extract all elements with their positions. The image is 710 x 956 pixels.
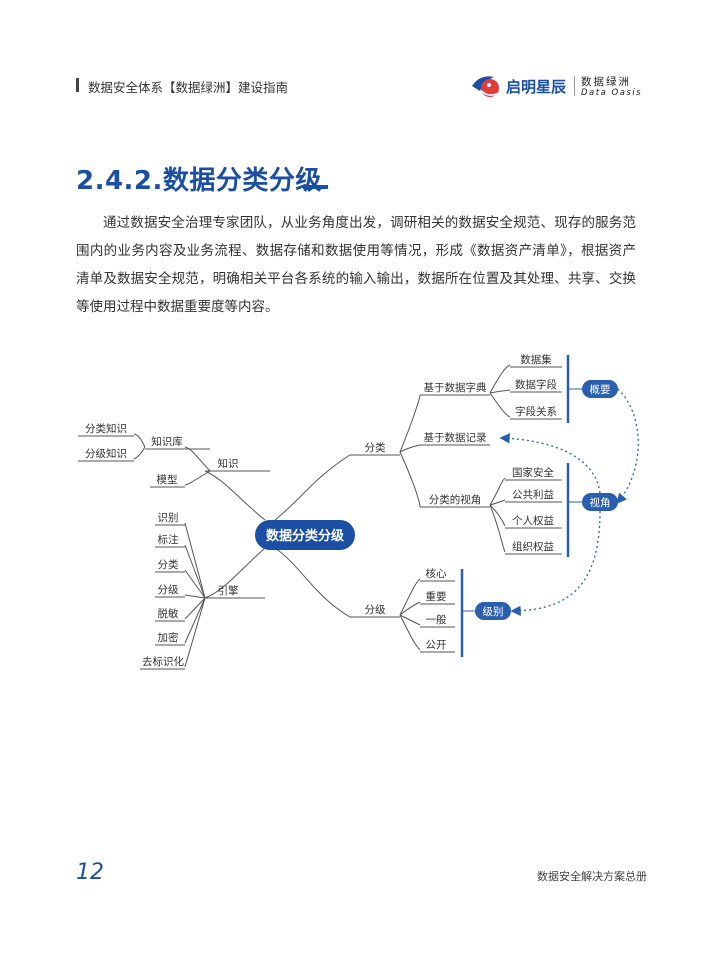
view-child: 国家安全 [512,466,554,479]
engine-child: 去标识化 [142,655,184,668]
title-dash [303,185,328,189]
section-title: 2.4.2.数据分类分级 [76,166,322,196]
dict-child: 数据字段 [515,378,557,391]
node-view: 分类的视角 [429,493,482,506]
view-child: 个人权益 [512,514,554,527]
brand-name: 启明星辰 [506,78,567,96]
engine-child: 加密 [158,631,179,644]
mindmap-center-node [255,520,355,550]
pill-level [475,602,511,620]
header-bar [76,78,79,92]
mindmap-connectors [133,364,511,668]
branch-grading: 分级 [365,604,386,616]
kb-child: 分级知识 [85,447,127,460]
pill-level-label: 级别 [483,606,504,618]
grade-child: 一般 [426,613,447,626]
grade-child: 公开 [426,639,447,651]
mindmap-center-label: 数据分类分级 [266,528,345,544]
engine-child: 识别 [158,512,179,524]
engine-child: 分级 [158,584,179,596]
grade-child: 重要 [426,590,447,603]
pill-perspective-label: 视角 [590,496,611,509]
dict-child: 字段关系 [515,405,557,418]
body-paragraph: 通过数据安全治理专家团队，从业务角度出发，调研相关的数据安全规范、现存的服务范围… [76,215,636,315]
branch-engine: 引擎 [218,584,239,597]
node-dict: 基于数据字典 [424,381,487,394]
pill-overview [582,380,618,398]
grade-child: 核心 [426,567,447,580]
pill-perspective [582,493,618,511]
kb-child: 分类知识 [85,422,127,435]
view-child: 组织权益 [512,540,554,553]
mindmap-diagram: 数据分类分级 分类 分级 知识 引擎 基于数据字典 基于数据记录 分类的视角 数… [78,353,639,670]
engine-child: 标注 [158,533,179,546]
mindmap-underlines [78,366,562,670]
header-title: 数据安全体系【数据绿洲】建设指南 [88,80,289,95]
node-record: 基于数据记录 [424,431,487,444]
view-child: 公共利益 [512,488,554,501]
brand-sub-en: Data Oasis [581,88,643,98]
node-kb: 知识库 [151,435,183,448]
brand-logo-group: 启明星辰 数据绿洲 Data Oasis [468,70,643,102]
pill-overview-label: 概要 [590,383,611,396]
dict-child: 数据集 [520,353,552,366]
brand-logo-icon [472,76,500,97]
engine-child: 分类 [158,558,179,571]
footer-doc-name: 数据安全解决方案总册 [537,870,647,883]
engine-child: 脱敏 [158,607,179,620]
mindmap-dashed-arrows [499,388,639,617]
branch-knowledge: 知识 [218,457,239,470]
branch-classify: 分类 [365,441,386,454]
footer-page-number: 12 [76,860,104,885]
brand-divider [574,76,575,96]
brand-sub-cn: 数据绿洲 [581,76,631,88]
node-model: 模型 [157,473,178,486]
